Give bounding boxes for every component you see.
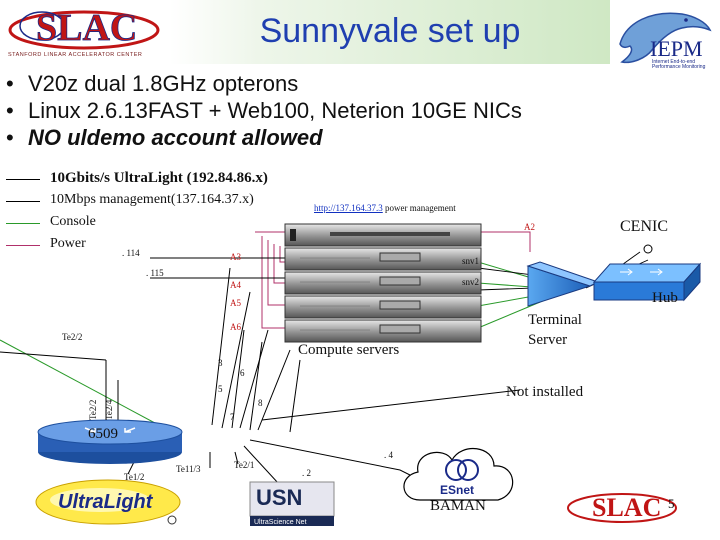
ultralight-logo-text: UltraLight xyxy=(58,491,154,513)
iepm-logo-subtitle: Internet End-to-end Performance Monitori… xyxy=(652,59,706,70)
terminal-server-label: Terminal Server xyxy=(528,312,582,348)
svg-text:USN: USN xyxy=(256,485,302,510)
legend-label: 10Mbps management(137.164.37.x) xyxy=(50,192,254,207)
hub-label: Hub xyxy=(652,290,678,306)
legend-swatch xyxy=(6,179,40,180)
slac-logo-graphic: SLAC xyxy=(8,7,160,50)
server-snv1: snv1 xyxy=(462,256,480,266)
not-installed-label: Not installed xyxy=(506,384,584,400)
usn-logo: USN UltraScience Net xyxy=(249,481,335,526)
port-te11-3: Te11/3 xyxy=(176,464,201,474)
router-icon xyxy=(37,419,183,464)
terminal-server-icon xyxy=(526,261,600,307)
page-number: 5 xyxy=(668,496,675,511)
cenic-label: CENIC xyxy=(620,218,668,235)
slac-logo: SLAC STANFORD LINEAR ACCELERATOR CENTER xyxy=(6,2,166,62)
bullet-text: V20z dual 1.8GHz opterons xyxy=(28,71,299,96)
bullet-text: NO uldemo account allowed xyxy=(28,125,323,150)
slac-bottom-logo-text: SLAC xyxy=(592,493,661,522)
slac-tagline: STANFORD LINEAR ACCELERATOR CENTER xyxy=(8,52,143,58)
port-te2-2-vertical: Te2/2 xyxy=(88,399,98,420)
legend-swatch xyxy=(6,201,40,202)
compute-servers-label: Compute servers xyxy=(298,342,400,358)
outlet-a4: A4 xyxy=(230,280,241,290)
slac-bottom-logo: SLAC xyxy=(567,493,677,523)
outlet-a2: A2 xyxy=(524,222,535,232)
port-3: 3 xyxy=(218,358,223,368)
iepm-logo xyxy=(612,4,716,74)
outlet-a3: A3 xyxy=(230,252,241,262)
baman-label: BAMAN xyxy=(430,498,486,514)
slac-logo-text: SLAC xyxy=(36,7,137,49)
bullet-text: Linux 2.6.13FAST + Web100, Neterion 10GE… xyxy=(28,98,522,123)
page-title: Sunnyvale set up xyxy=(259,12,521,50)
port-te2-4-vertical: Te2/4 xyxy=(104,399,114,420)
outlet-a5: A5 xyxy=(230,298,241,308)
legend-swatch xyxy=(6,223,40,224)
router-label: 6509 xyxy=(88,426,118,442)
port-te2-2: Te2/2 xyxy=(62,332,83,342)
esnet-cloud-icon: ESnet xyxy=(403,447,514,501)
ip-4: . 4 xyxy=(384,450,393,460)
ip-115: . 115 xyxy=(146,268,164,278)
port-7: 7 xyxy=(230,412,235,422)
port-5: 5 xyxy=(218,384,223,394)
power-management-link[interactable]: http://137.164.37.3 power management xyxy=(314,203,456,213)
ip-114: . 114 xyxy=(122,248,140,258)
bullet-item: •V20z dual 1.8GHz opterons xyxy=(6,71,299,96)
hub-icon xyxy=(592,262,702,302)
port-te2-1: Te2/1 xyxy=(234,460,255,470)
bullet-list: •V20z dual 1.8GHz opterons •Linux 2.6.13… xyxy=(6,70,522,151)
esnet-logo-text: ESnet xyxy=(440,483,474,497)
bullet-item: •NO uldemo account allowed xyxy=(6,125,323,150)
usn-logo-text: UltraScience Net xyxy=(254,519,307,526)
bullet-item: •Linux 2.6.13FAST + Web100, Neterion 10G… xyxy=(6,98,522,123)
legend-label: 10Gbits/s UltraLight (192.84.86.x) xyxy=(50,170,268,186)
ip-2: . 2 xyxy=(302,468,311,478)
port-6: 6 xyxy=(240,368,245,378)
legend-swatch xyxy=(6,245,40,246)
dolphin-icon xyxy=(619,12,712,64)
ultralight-logo: UltraLight xyxy=(35,479,181,525)
legend-label: Power xyxy=(50,236,86,251)
cenic-marker xyxy=(643,244,653,254)
port-te1-2: Te1/2 xyxy=(124,472,145,482)
outlet-a6: A6 xyxy=(230,322,241,332)
server-snv2: snv2 xyxy=(462,277,480,287)
title-band xyxy=(170,0,610,64)
iepm-logo-text: IEPM xyxy=(650,36,703,61)
server-stack xyxy=(284,223,482,343)
legend-label: Console xyxy=(50,214,96,229)
power-management-url[interactable]: http://137.164.37.3 xyxy=(314,203,383,213)
port-8: 8 xyxy=(258,398,263,408)
power-management-suffix: power management xyxy=(382,203,456,213)
